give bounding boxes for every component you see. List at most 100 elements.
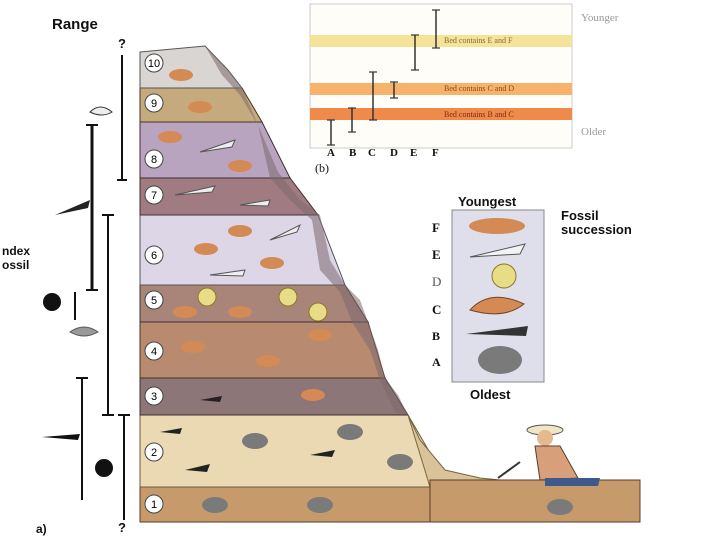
range-top-question: ? (118, 36, 126, 51)
legend-f-icon (469, 218, 525, 234)
chart-range-bars (327, 9, 440, 146)
ammonite-icon (278, 287, 298, 307)
bed-number-badge (144, 290, 164, 310)
bed-number-text: 1 (151, 499, 157, 511)
chart-col-f: F (432, 147, 439, 159)
clam-fossil-icon (158, 131, 182, 143)
horn-shell-icon (269, 223, 301, 241)
range-bars (42, 55, 130, 520)
legs (545, 478, 600, 486)
bed-number-badge (144, 149, 164, 169)
bed-number-badge (144, 93, 164, 113)
chart-col-d: D (390, 147, 398, 159)
trilobite-icon (337, 424, 363, 440)
legend-item-c: C (432, 302, 442, 317)
range-title: Range (52, 16, 98, 33)
bed-5-layer (139, 284, 369, 323)
bed-number-text: 8 (151, 154, 157, 166)
bed-number-badge (144, 341, 164, 361)
legend-c-icon (469, 296, 525, 315)
spiky-fossil-icon (160, 428, 182, 434)
trilobite-icon (242, 433, 268, 449)
bed-number-badge (144, 185, 164, 205)
chart-younger-label: Younger (581, 12, 619, 24)
shell-fossil-icon (194, 243, 218, 255)
chart-band-label-ef: Bed contains E and F (444, 36, 513, 45)
legend-d-icon (491, 263, 517, 289)
shell-fossil-icon (256, 355, 280, 367)
head (537, 430, 553, 446)
chart-band (310, 108, 572, 120)
panel-b-label: (b) (315, 161, 329, 175)
legend-title-line1: Fossil (561, 208, 599, 223)
legend-oldest-label: Oldest (470, 387, 511, 402)
geologist-figure (497, 424, 600, 486)
bed-number-text: 6 (151, 250, 157, 262)
body (534, 445, 579, 481)
horn-shell-icon (209, 269, 246, 277)
chart-col-e: E (410, 147, 418, 159)
chart-band-label-cd: Bed contains C and D (444, 84, 515, 93)
bed-number-text: 2 (151, 447, 157, 459)
shell-fossil-icon (260, 257, 284, 269)
shell-fossil-icon (308, 329, 332, 341)
bed-4-layer (139, 321, 386, 379)
bed-number-text: 10 (148, 58, 160, 70)
legend-item-f: F (432, 220, 440, 235)
shell-fossil-icon (173, 306, 197, 318)
ammonite-icon (308, 302, 328, 322)
chart-col-a: A (327, 147, 335, 159)
bed-number-text: 3 (151, 391, 157, 403)
chart-bands (310, 35, 572, 120)
legend-a-icon (478, 346, 522, 374)
bed-fossils (158, 69, 573, 515)
chart-col-c: C (368, 147, 376, 159)
panel-a-label: a) (36, 522, 47, 536)
ammonite-icon (197, 287, 217, 307)
clam-range-icon (89, 106, 113, 116)
trilobite-icon (202, 497, 228, 513)
bed-number-text: 9 (151, 98, 157, 110)
legend-item-d: D (432, 274, 442, 289)
bed-number-badge (144, 245, 164, 265)
index-fossil-label-2: ossil (2, 258, 30, 272)
trilobite-icon (307, 497, 333, 513)
shell-fossil-icon (301, 389, 325, 401)
bed-number-badge (144, 494, 164, 514)
legend-e-icon (469, 243, 526, 258)
shell-fossil-icon (181, 341, 205, 353)
hammer (497, 461, 521, 479)
chart-background (309, 3, 573, 149)
range-bottom-question: ? (118, 520, 126, 535)
chart-band-label-bc: Bed contains B and C (444, 110, 514, 119)
bed-number-text: 7 (151, 190, 157, 202)
legend-item-e: E (432, 247, 441, 262)
chart-band (310, 35, 572, 47)
spiky-fossil-icon (200, 396, 222, 402)
clam-fossil-icon (188, 101, 212, 113)
chart-older-label: Older (581, 126, 607, 138)
ground-slab (429, 479, 641, 523)
bed-number-badge (144, 442, 164, 462)
shell-fossil-icon (228, 225, 252, 237)
bed-number-text: 5 (151, 295, 157, 307)
horn-shell-icon (174, 185, 216, 196)
cliff-strata (139, 45, 641, 523)
spiky-range-icon (42, 434, 80, 440)
trilobite-range-icon (95, 459, 113, 477)
fossil-succession-legend (451, 209, 545, 383)
spiky-fossil-icon (310, 450, 335, 457)
clam-range-icon (69, 326, 99, 337)
legend-youngest-label: Youngest (458, 194, 517, 209)
bed-number-badge (144, 386, 164, 406)
trilobite-icon (387, 454, 413, 470)
cliff-face-rock (205, 46, 408, 415)
legend-b-icon (466, 326, 528, 336)
bed-number-badge (144, 53, 164, 73)
legend-title-line2: succession (561, 222, 632, 237)
chart-band (310, 83, 572, 95)
shell-fossil-icon (228, 306, 252, 318)
index-fossil-icon (43, 293, 61, 311)
